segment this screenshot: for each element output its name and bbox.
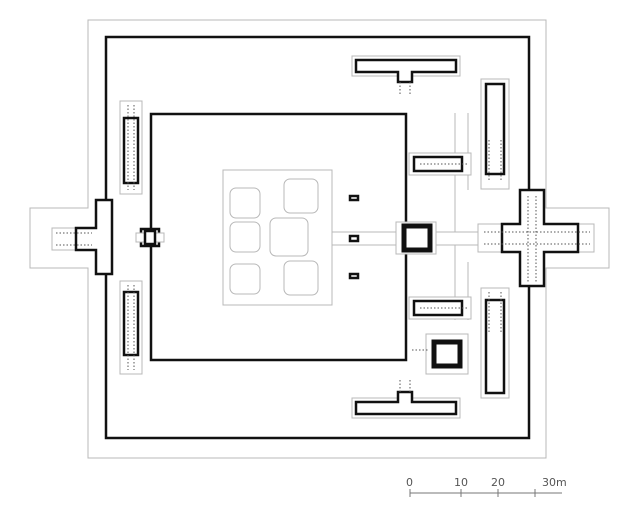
northeast-gallery-columns <box>488 140 502 182</box>
east-causeway-branches <box>454 113 469 320</box>
tower-northeast-plinth <box>283 178 319 214</box>
outer-enclosure-wall <box>104 35 531 440</box>
southeast-gallery <box>484 298 506 395</box>
south-gallery-columns <box>399 380 411 392</box>
east-causeway-outer <box>434 231 480 246</box>
west-gopura-columns <box>56 232 92 246</box>
stele-north <box>348 194 360 202</box>
central-terrace <box>222 169 333 306</box>
west-inner-gate-core <box>143 229 157 246</box>
southwest-gallery <box>122 290 140 357</box>
stele-south <box>348 272 360 280</box>
outer-enclosure-outline <box>29 19 610 459</box>
tower-southeast-plinth <box>283 260 319 296</box>
east-inner-gate <box>401 223 433 253</box>
north-gallery <box>354 58 458 84</box>
east-gopura-columns <box>484 196 590 282</box>
east-causeway <box>332 231 400 246</box>
tower-west-plinth <box>229 221 261 253</box>
tower-southwest-plinth <box>229 263 261 295</box>
scale-label-0: 0 <box>406 476 413 489</box>
tower-northwest-plinth <box>229 187 261 219</box>
scale-label-20: 20 <box>491 476 505 489</box>
scale-label-10: 10 <box>454 476 468 489</box>
stele-center <box>348 234 360 243</box>
tower-main-plinth <box>269 217 309 257</box>
north-gallery-columns <box>399 82 411 95</box>
south-gallery <box>354 390 458 416</box>
northeast-gallery <box>484 82 506 176</box>
southeast-structure <box>431 339 463 369</box>
scale-label-30m: 30m <box>542 476 567 489</box>
west-gopura <box>74 198 114 276</box>
southwest-gallery-columns <box>127 285 135 370</box>
east-gopura <box>500 188 580 288</box>
northwest-gallery-columns <box>127 105 135 190</box>
southeast-gallery-columns <box>488 292 502 334</box>
northwest-gallery <box>122 116 140 185</box>
scale-bar: 0 10 20 30m <box>406 476 567 497</box>
central-towers <box>229 178 319 296</box>
